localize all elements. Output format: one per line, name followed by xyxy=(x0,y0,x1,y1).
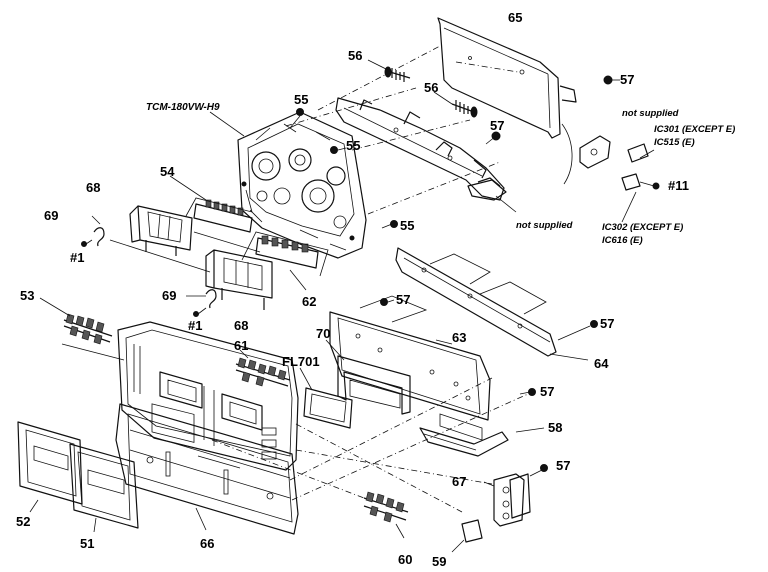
label-54: 54 xyxy=(160,164,175,179)
spring-69-upper xyxy=(91,215,105,247)
note-not-supplied-top: not supplied xyxy=(622,108,679,119)
keyboard-62 xyxy=(241,231,329,291)
button-set-60 xyxy=(363,491,409,539)
label-57-mid: 57 xyxy=(490,118,504,133)
note-ic-lower-1: IC302 (EXCEPT E) xyxy=(602,222,683,233)
label-61: 61 xyxy=(234,338,248,353)
label-55-a: 55 xyxy=(294,92,308,107)
screw-55-a xyxy=(289,108,304,129)
holder-68-upper xyxy=(129,205,193,256)
display-fl701 xyxy=(299,367,353,429)
not-supplied-bracket xyxy=(467,179,517,213)
label-56-lower: 56 xyxy=(424,80,438,95)
note-ic-lower-2: IC616 (E) xyxy=(602,235,643,246)
label-57-board: 57 xyxy=(396,292,410,307)
label-69-lower: 69 xyxy=(162,288,176,303)
button-set-61 xyxy=(235,349,291,387)
lower-cabinet-66 xyxy=(115,403,299,535)
rear-chassis-plate xyxy=(437,17,577,139)
label-11: #11 xyxy=(668,178,689,193)
label-66: 66 xyxy=(200,536,214,551)
screw-57-mid xyxy=(485,131,501,145)
label-62: 62 xyxy=(302,294,316,309)
note-ic-upper-2: IC515 (E) xyxy=(654,137,695,148)
screw-55-b xyxy=(330,146,347,154)
label-51: 51 xyxy=(80,536,94,551)
label-58: 58 xyxy=(548,420,562,435)
label-57-jack: 57 xyxy=(556,458,570,473)
label-68-upper: 68 xyxy=(86,180,100,195)
note-not-supplied-bracket: not supplied xyxy=(516,220,573,231)
screw-57-top xyxy=(603,75,620,85)
label-1-lower: #1 xyxy=(188,318,202,333)
label-57-bracket: 57 xyxy=(600,316,614,331)
keyboard-54 xyxy=(169,175,253,233)
screw-56-upper xyxy=(367,59,411,82)
screw-1-upper xyxy=(81,239,93,247)
cassette-door-52 xyxy=(17,421,83,513)
label-55-b: 55 xyxy=(346,138,360,153)
cassette-door-51 xyxy=(69,443,139,533)
label-59: 59 xyxy=(432,554,446,569)
button-set-53 xyxy=(39,297,125,361)
label-63: 63 xyxy=(452,330,466,345)
label-1-upper: #1 xyxy=(70,250,84,265)
ic-heatsink-bracket xyxy=(561,123,660,191)
spring-69-lower xyxy=(186,289,217,309)
tape-mechanism xyxy=(237,111,367,259)
note-ic-upper-1: IC301 (EXCEPT E) xyxy=(654,124,735,135)
label-52: 52 xyxy=(16,514,30,529)
label-64: 64 xyxy=(594,356,609,371)
holder-68-lower xyxy=(205,249,273,310)
label-60: 60 xyxy=(398,552,412,567)
label-fl701: FL701 xyxy=(282,354,320,369)
cable-58 xyxy=(419,413,545,457)
label-65: 65 xyxy=(508,10,522,25)
label-70: 70 xyxy=(316,326,330,341)
label-67: 67 xyxy=(452,474,466,489)
label-69-upper: 69 xyxy=(44,208,58,223)
label-57-top: 57 xyxy=(620,72,634,87)
holder-70 xyxy=(325,339,411,415)
label-68-lower: 68 xyxy=(234,318,248,333)
screw-55-c xyxy=(381,220,398,229)
label-53: 53 xyxy=(20,288,34,303)
screw-56-lower xyxy=(433,91,478,118)
label-57-right: 57 xyxy=(540,384,554,399)
screw-57-board xyxy=(380,298,395,306)
bracket-64 xyxy=(395,247,598,361)
bracket-59 xyxy=(451,519,483,553)
label-55-c: 55 xyxy=(400,218,414,233)
screw-1-lower xyxy=(193,307,207,317)
mechanism-model-label: TCM-180VW-H9 xyxy=(146,102,220,113)
board-63 xyxy=(329,295,491,421)
screw-57-right xyxy=(519,388,536,396)
jack-panel-67 xyxy=(483,464,548,527)
sub-chassis-bracket xyxy=(335,97,505,201)
label-56-upper: 56 xyxy=(348,48,362,63)
